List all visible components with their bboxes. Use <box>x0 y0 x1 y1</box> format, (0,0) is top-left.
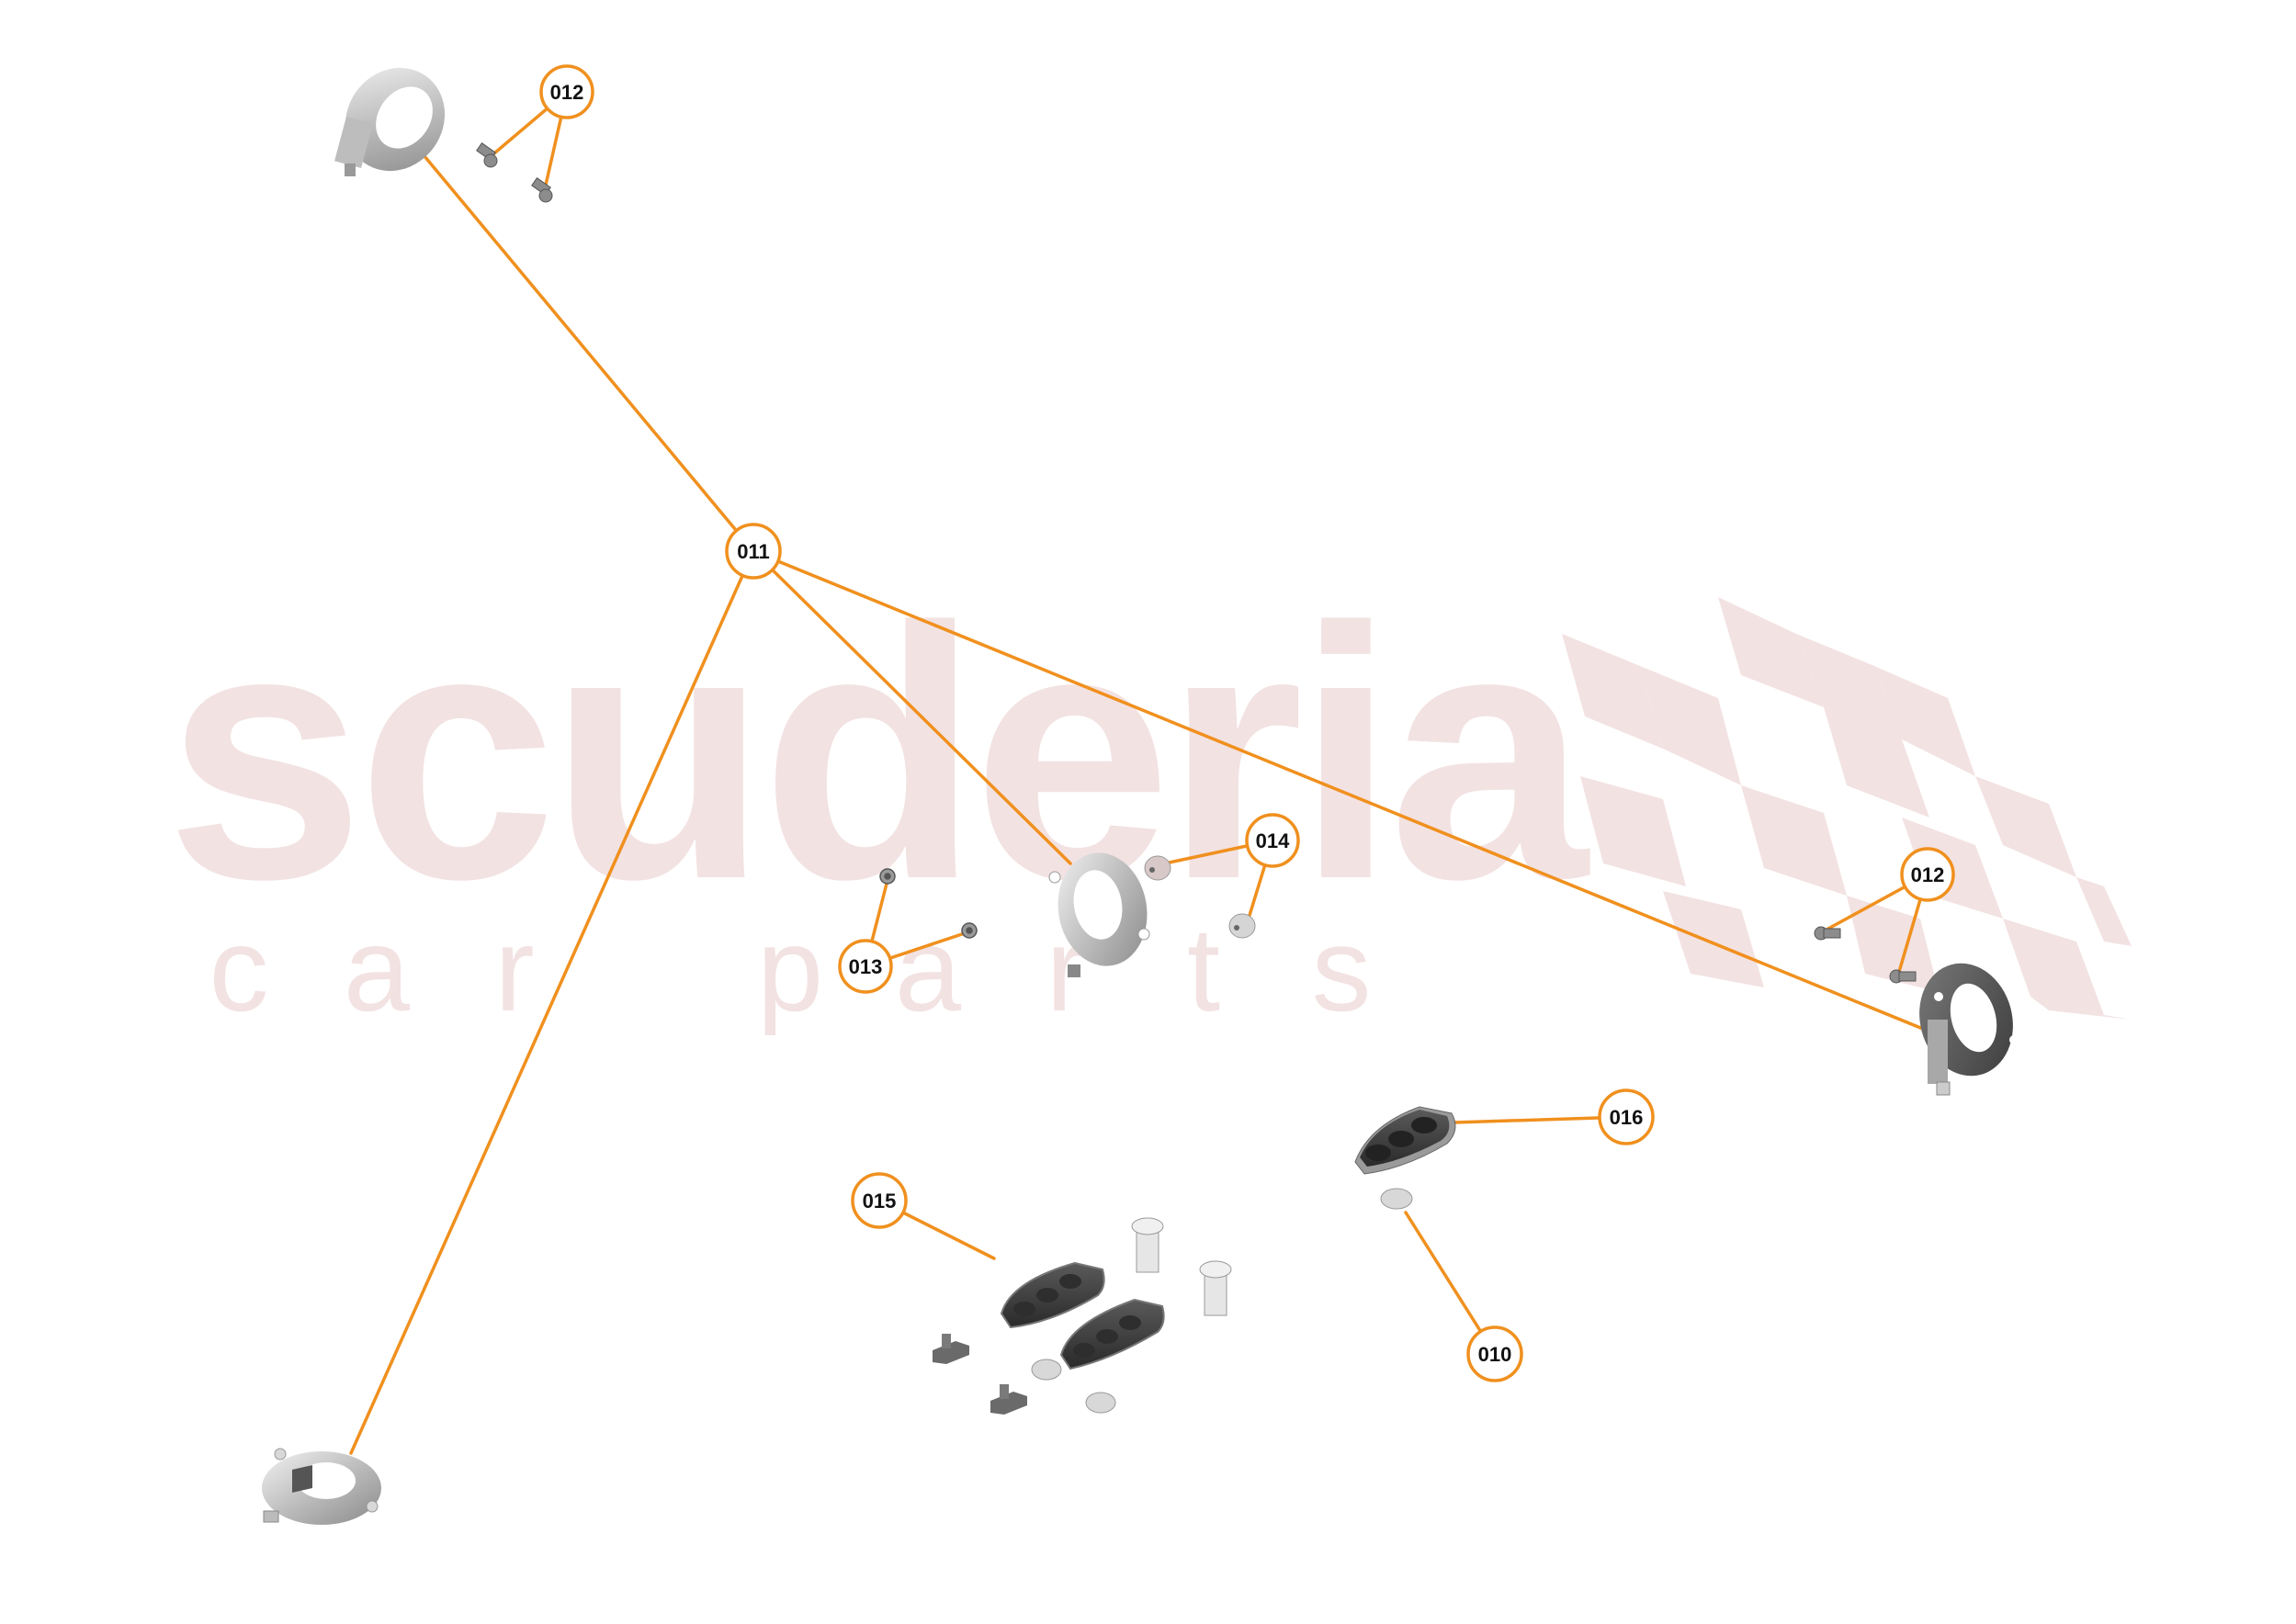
battery-1 <box>1031 1359 1062 1381</box>
leader-016-fob <box>1453 1115 1628 1124</box>
watermark-letter: c <box>209 902 269 1036</box>
watermark-letter: t <box>1186 902 1221 1036</box>
callout-016[interactable]: 016 <box>1598 1088 1655 1145</box>
lock-cylinder-2 <box>1199 1260 1232 1316</box>
callout-label: 014 <box>1256 829 1290 852</box>
callout-label: 012 <box>550 81 584 104</box>
leader-011-center-ring <box>752 549 1072 865</box>
callout-label: 010 <box>1478 1343 1512 1366</box>
watermark-letter: s <box>1311 902 1372 1036</box>
checkered-flag-watermark <box>1562 597 2132 1020</box>
leader-011-bottom-left-ring <box>349 549 755 1455</box>
lock-cylinder-1 <box>1131 1217 1164 1273</box>
callout-label: 016 <box>1610 1106 1644 1129</box>
leader-011-right-ring <box>752 549 1936 1035</box>
key-blade-1 <box>933 1334 969 1364</box>
callout-label: 015 <box>863 1190 897 1212</box>
callout-012-right[interactable]: 012 <box>1900 847 1955 902</box>
callout-label: 013 <box>849 955 883 978</box>
leader-lines <box>349 90 1936 1455</box>
watermark-scuderia: scuderia <box>165 553 1588 953</box>
screws[interactable] <box>476 142 1917 984</box>
callout-label: 012 <box>1911 863 1945 886</box>
battery-2 <box>1085 1392 1116 1414</box>
key-fob-2 <box>1059 1298 1165 1370</box>
key-fob-1 <box>1000 1261 1105 1329</box>
washers[interactable] <box>1144 855 1256 939</box>
watermark-letter: a <box>894 902 962 1036</box>
ignition-ring-center[interactable] <box>1048 846 1156 977</box>
nuts[interactable] <box>879 868 978 939</box>
leader-011-top-left-ring <box>413 143 755 553</box>
callout-011[interactable]: 011 <box>725 523 782 580</box>
watermark-letter: a <box>343 902 411 1036</box>
remote-key-fob[interactable] <box>1354 1106 1456 1175</box>
ignition-ring-bottom-left[interactable] <box>262 1448 381 1525</box>
battery[interactable] <box>1380 1188 1413 1210</box>
watermark-letter: r <box>494 902 535 1036</box>
callout-015[interactable]: 015 <box>851 1172 908 1229</box>
ignition-ring-top-left[interactable] <box>325 49 465 191</box>
callout-013[interactable]: 013 <box>838 939 893 994</box>
key-set-with-fobs-locks-batteries[interactable] <box>933 1217 1232 1415</box>
callout-010[interactable]: 010 <box>1466 1325 1523 1382</box>
ignition-ring-right[interactable] <box>1907 953 2026 1096</box>
callout-label: 011 <box>737 540 770 563</box>
callout-012-top[interactable]: 012 <box>539 64 594 119</box>
callout-014[interactable]: 014 <box>1245 813 1300 868</box>
key-blade-2 <box>990 1384 1027 1415</box>
watermark-letter: p <box>756 902 824 1036</box>
